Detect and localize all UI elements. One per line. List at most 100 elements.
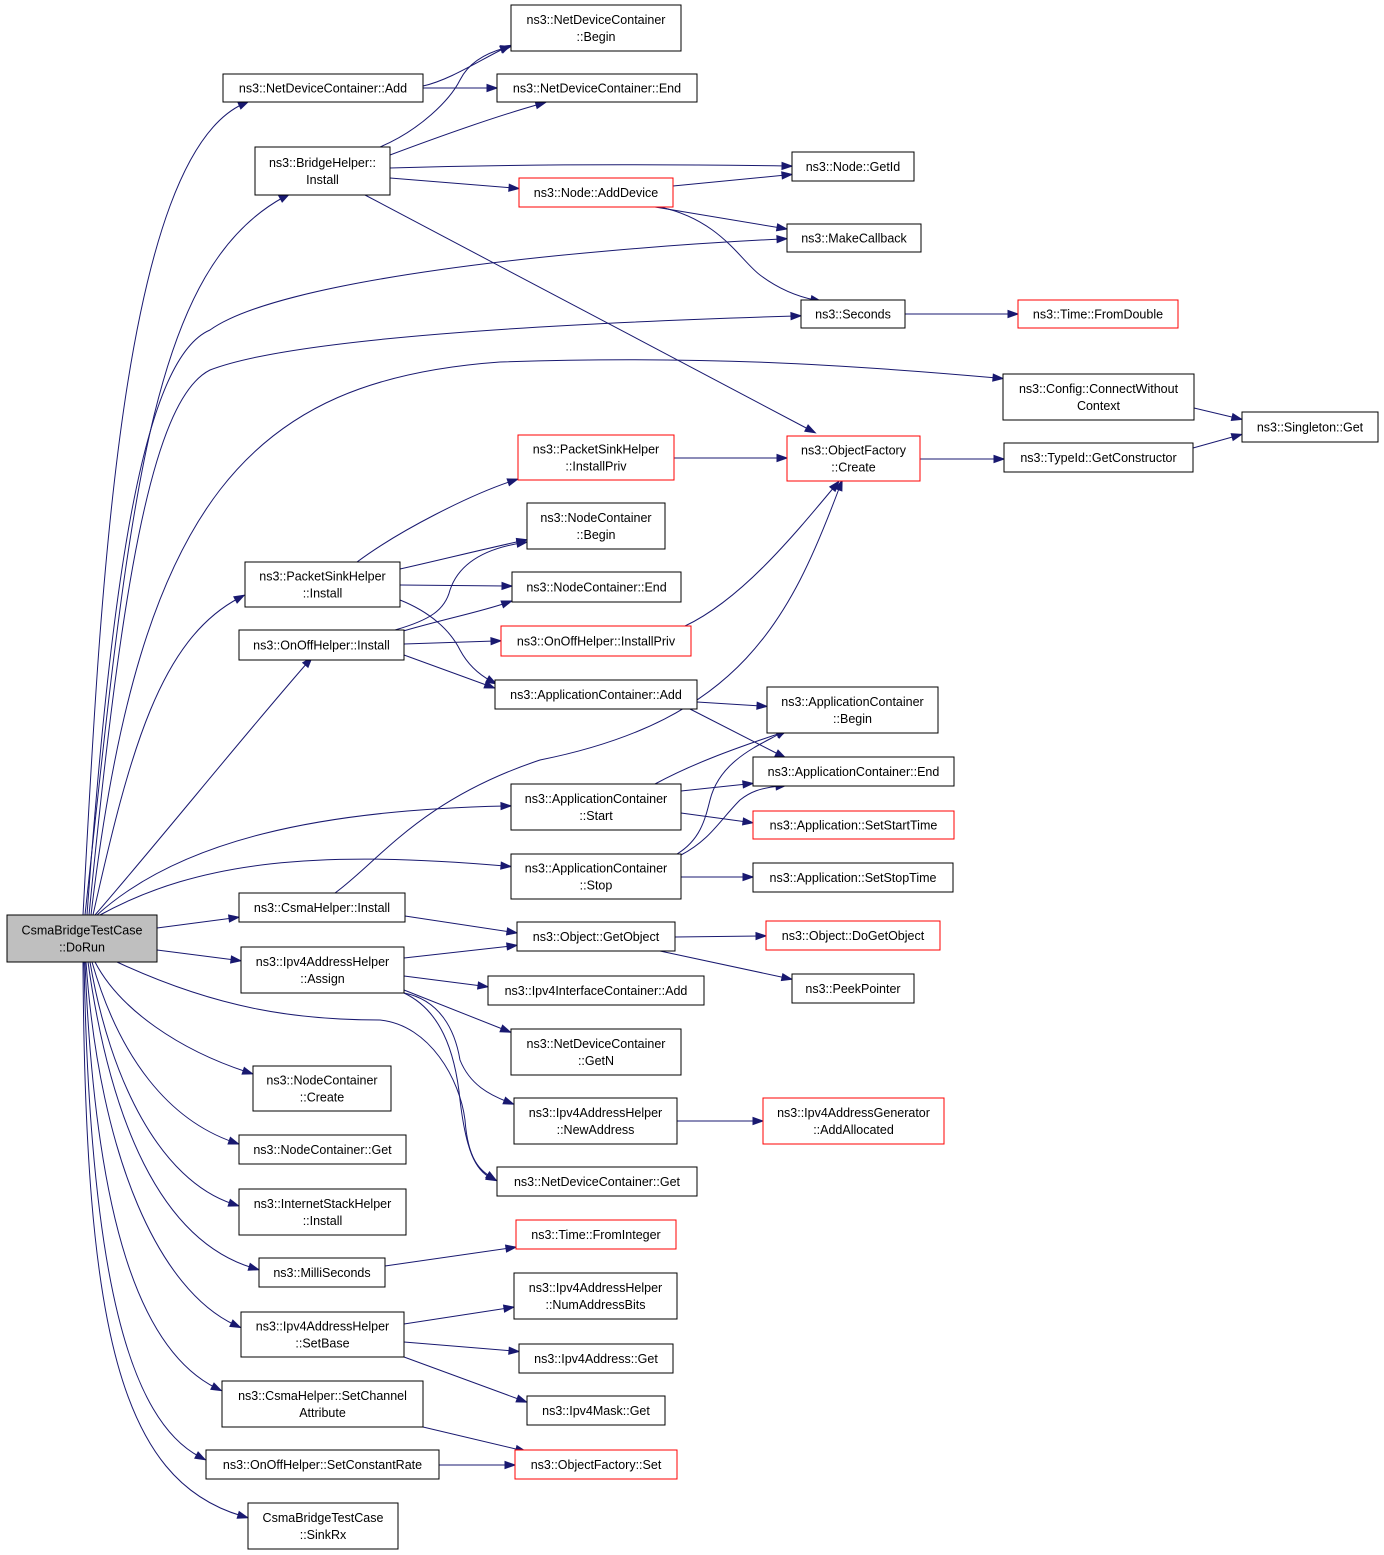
node-box (510, 783, 682, 831)
edge-psh_install-to-nc_end (399, 581, 514, 591)
node-label-line: ns3::CsmaHelper::Install (254, 901, 390, 915)
node-box (247, 1502, 399, 1550)
node-ndc_getn[interactable]: ns3::NetDeviceContainer::GetN (510, 1028, 682, 1076)
node-box (1017, 299, 1179, 329)
node-label-line: ns3::Ipv4AddressHelper (529, 1281, 662, 1295)
node-node_adddevice[interactable]: ns3::Node::AddDevice (518, 177, 674, 208)
node-typeid_getctor[interactable]: ns3::TypeId::GetConstructor (1003, 442, 1194, 473)
node-box (786, 223, 922, 253)
node-psh_installpriv[interactable]: ns3::PacketSinkHelper::InstallPriv (517, 434, 675, 481)
node-ipv4mask_get[interactable]: ns3::Ipv4Mask::Get (526, 1395, 666, 1426)
node-label-line: ::Assign (300, 972, 345, 986)
node-ish_install[interactable]: ns3::InternetStackHelper::Install (238, 1188, 407, 1236)
node-label-line: ns3::NetDeviceContainer (527, 13, 666, 27)
node-singleton_get[interactable]: ns3::Singleton::Get (1241, 411, 1379, 443)
node-box (258, 1257, 386, 1288)
edge-onoff_install-to-nc_end (399, 600, 514, 633)
edge-root-to-ndc_add (82, 100, 250, 916)
node-box (765, 920, 941, 951)
node-of_create[interactable]: ns3::ObjectFactory::Create (786, 435, 921, 482)
node-box (238, 1188, 407, 1236)
node-box (752, 862, 954, 893)
node-ipv4ah_newaddr[interactable]: ns3::Ipv4AddressHelper::NewAddress (513, 1097, 678, 1145)
node-onoff_installpriv[interactable]: ns3::OnOffHelper::InstallPriv (500, 625, 692, 657)
node-nc_get[interactable]: ns3::NodeContainer::Get (238, 1134, 407, 1165)
node-ac_end[interactable]: ns3::ApplicationContainer::End (752, 756, 955, 787)
node-ipv4ic_add[interactable]: ns3::Ipv4InterfaceContainer::Add (487, 975, 705, 1006)
edge-csma_install-to-obj_getobject (404, 915, 519, 936)
node-ndc_end[interactable]: ns3::NetDeviceContainer::End (496, 73, 698, 103)
node-time_fromint[interactable]: ns3::Time::FromInteger (515, 1219, 677, 1250)
node-onoff_setrate[interactable]: ns3::OnOffHelper::SetConstantRate (205, 1449, 440, 1480)
node-label-line: CsmaBridgeTestCase (22, 924, 143, 938)
node-label-line: ns3::NodeContainer::Get (253, 1143, 392, 1157)
node-ndc_get[interactable]: ns3::NetDeviceContainer::Get (496, 1166, 698, 1197)
edge-root-to-milliseconds (87, 961, 261, 1271)
node-ac_start[interactable]: ns3::ApplicationContainer::Start (510, 783, 682, 831)
node-time_fromdouble[interactable]: ns3::Time::FromDouble (1017, 299, 1179, 329)
node-peekpointer[interactable]: ns3::PeekPointer (791, 973, 915, 1004)
node-box (518, 1343, 674, 1374)
node-label-line: Install (306, 173, 339, 187)
node-ndc_begin[interactable]: ns3::NetDeviceContainer::Begin (510, 4, 682, 52)
node-nc_end[interactable]: ns3::NodeContainer::End (511, 571, 682, 603)
node-box (221, 1380, 424, 1428)
edge-obj_getobject-to-obj_dogetobject (674, 931, 768, 941)
edge-obj_getobject-to-peekpointer (659, 950, 794, 982)
edge-bridge_install-to-node_getid (389, 161, 794, 171)
node-box (252, 1065, 392, 1112)
node-nc_create[interactable]: ns3::NodeContainer::Create (252, 1065, 392, 1112)
node-ac_begin[interactable]: ns3::ApplicationContainer::Begin (766, 686, 939, 734)
node-seconds[interactable]: ns3::Seconds (800, 299, 906, 329)
node-label-line: ::NumAddressBits (545, 1298, 645, 1312)
node-onoff_install[interactable]: ns3::OnOffHelper::Install (238, 629, 405, 661)
node-ipv4ah_assign[interactable]: ns3::Ipv4AddressHelper::Assign (240, 946, 405, 994)
node-box (494, 679, 698, 710)
node-label-line: ns3::Singleton::Get (1257, 421, 1364, 435)
edge-ipv4ah_assign-to-ndc_get (403, 992, 498, 1182)
node-label-line: ns3::Ipv4InterfaceContainer::Add (505, 984, 688, 998)
node-label-line: ns3::ApplicationContainer::End (768, 765, 940, 779)
node-app_setstoptime[interactable]: ns3::Application::SetStopTime (752, 862, 954, 893)
nodes-layer: CsmaBridgeTestCase::DoRunns3::NetDeviceC… (6, 4, 1379, 1550)
node-label-line: ns3::Config::ConnectWithout (1019, 382, 1179, 396)
edge-psh_install-to-ac_add (399, 599, 498, 685)
node-ac_add[interactable]: ns3::ApplicationContainer::Add (494, 679, 698, 710)
node-csma_install[interactable]: ns3::CsmaHelper::Install (238, 892, 406, 923)
node-obj_dogetobject[interactable]: ns3::Object::DoGetObject (765, 920, 941, 951)
node-root[interactable]: CsmaBridgeTestCase::DoRun (6, 914, 158, 963)
node-label-line: ::Create (300, 1091, 345, 1105)
node-psh_install[interactable]: ns3::PacketSinkHelper::Install (244, 561, 401, 608)
edge-root-to-psh_install (92, 594, 246, 916)
node-makecallback[interactable]: ns3::MakeCallback (786, 223, 922, 253)
node-box (786, 435, 921, 482)
node-label-line: ns3::OnOffHelper::InstallPriv (517, 635, 676, 649)
node-ipv4ah_numbits[interactable]: ns3::Ipv4AddressHelper::NumAddressBits (513, 1272, 678, 1320)
node-label-line: ns3::NodeContainer (540, 511, 651, 525)
node-label-line: ns3::Ipv4Mask::Get (542, 1404, 650, 1418)
node-box (766, 686, 939, 734)
node-bridge_install[interactable]: ns3::BridgeHelper::Install (254, 146, 391, 196)
node-label-line: ns3::OnOffHelper::Install (253, 639, 390, 653)
node-ipv4addr_get[interactable]: ns3::Ipv4Address::Get (518, 1343, 674, 1374)
node-ac_stop[interactable]: ns3::ApplicationContainer::Stop (510, 853, 682, 900)
node-sinkrx[interactable]: CsmaBridgeTestCase::SinkRx (247, 1502, 399, 1550)
edge-psh_install-to-psh_installpriv (356, 478, 520, 563)
edge-root-to-ipv4ah_setbase (85, 961, 242, 1329)
node-ndc_add[interactable]: ns3::NetDeviceContainer::Add (222, 73, 424, 103)
edge-root-to-ipv4ah_assign (156, 949, 243, 964)
node-nc_begin[interactable]: ns3::NodeContainer::Begin (526, 502, 666, 550)
node-box (762, 1097, 945, 1145)
node-obj_getobject[interactable]: ns3::Object::GetObject (516, 921, 676, 952)
node-label-line: ns3::NodeContainer (266, 1074, 377, 1088)
node-app_setstarttime[interactable]: ns3::Application::SetStartTime (752, 810, 955, 840)
node-milliseconds[interactable]: ns3::MilliSeconds (258, 1257, 386, 1288)
node-box (526, 502, 666, 550)
edge-csma_setchanattr-to-of_set (422, 1426, 528, 1454)
node-ipv4ah_setbase[interactable]: ns3::Ipv4AddressHelper::SetBase (240, 1311, 405, 1358)
node-node_getid[interactable]: ns3::Node::GetId (791, 151, 915, 182)
node-of_set[interactable]: ns3::ObjectFactory::Set (514, 1449, 678, 1480)
node-ipv4ag_addalloc[interactable]: ns3::Ipv4AddressGenerator::AddAllocated (762, 1097, 945, 1145)
